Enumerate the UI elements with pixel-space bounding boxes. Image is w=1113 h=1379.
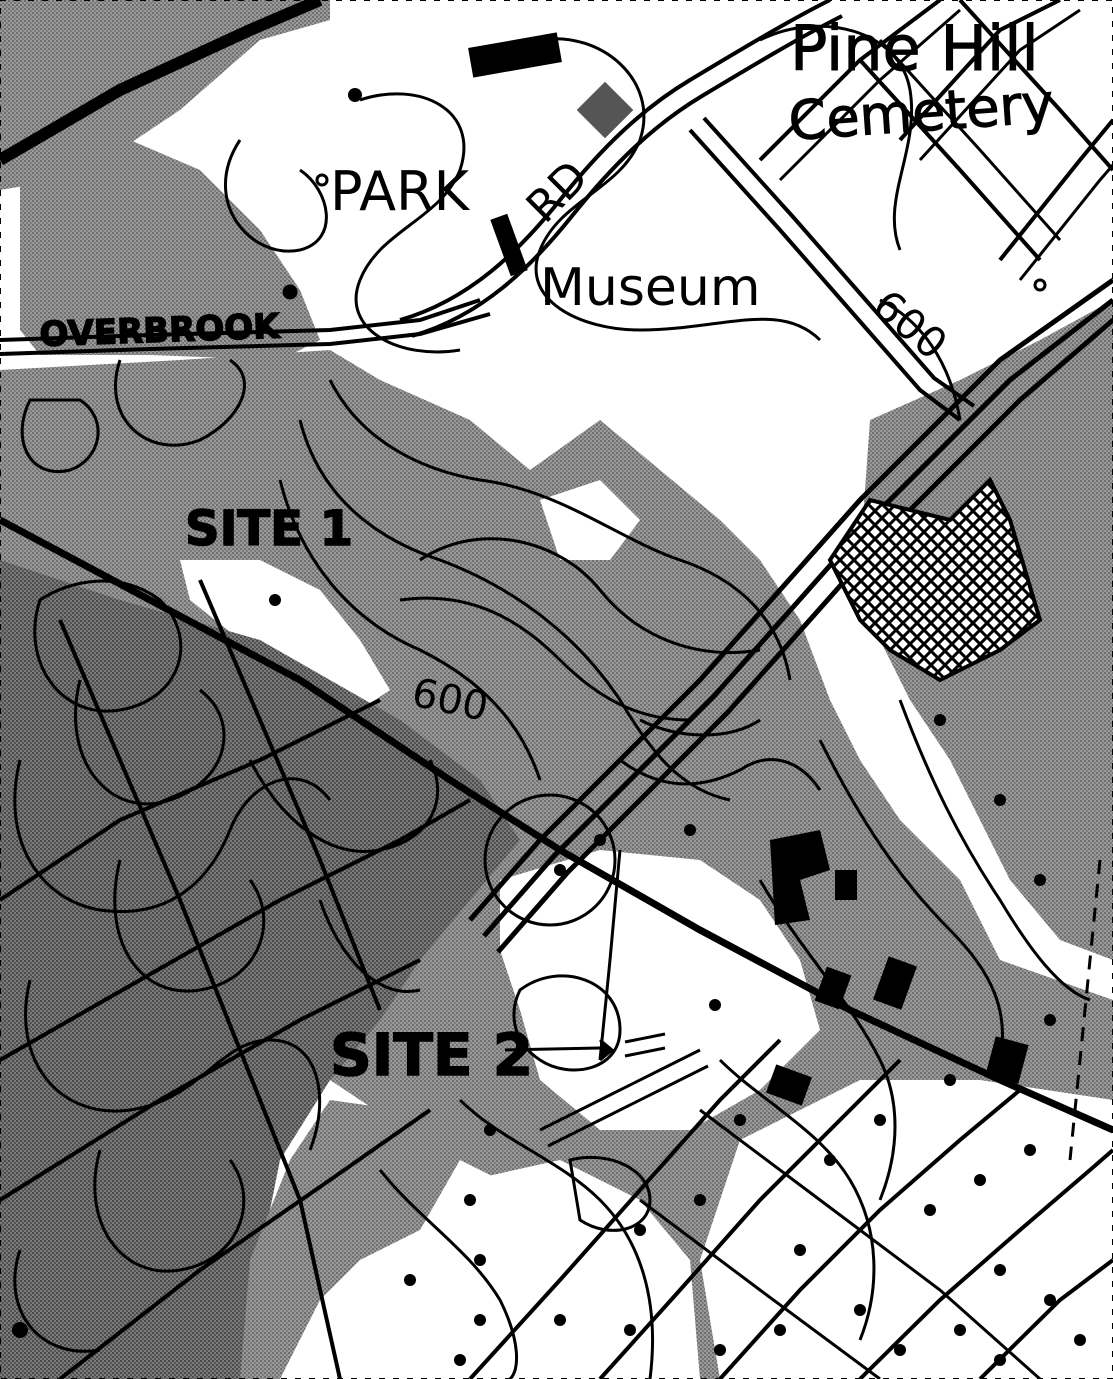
park-label: PARK (330, 160, 471, 223)
pine-hill-label: Pine Hill (790, 12, 1039, 85)
site-2-label: SITE 2 (330, 1021, 533, 1089)
crosshatch-building-area (827, 476, 1043, 683)
buildings (12, 32, 1086, 1366)
museum-label: Museum (540, 258, 761, 318)
site-1-circle (483, 793, 617, 927)
site-2-pointer (504, 1032, 666, 1062)
overbrook-label: OVERBROOK (39, 307, 282, 355)
map-markers (282, 173, 1047, 300)
site-1-label: SITE 1 (185, 501, 353, 557)
